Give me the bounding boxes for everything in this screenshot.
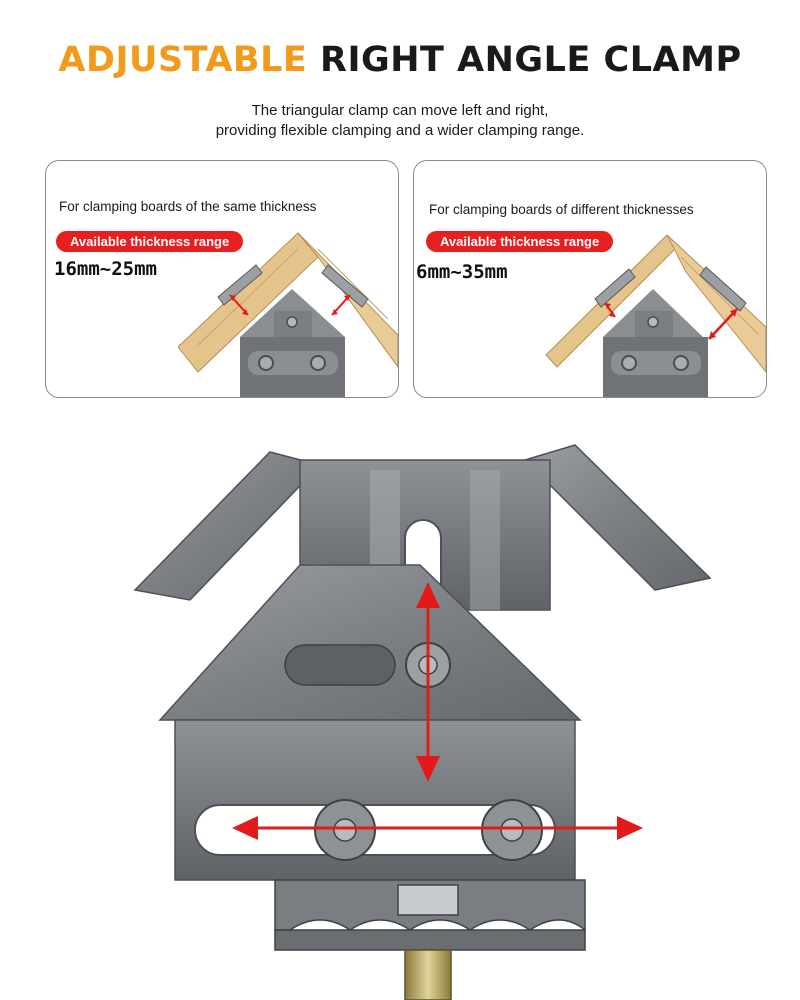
panel-caption: For clamping boards of different thickne… [429,202,694,217]
thickness-badge: Available thickness range [56,231,244,252]
panel-caption: For clamping boards of the same thicknes… [59,199,317,214]
vertical-adjust-arrow [416,582,440,782]
subtitle: The triangular clamp can move left and r… [0,101,800,141]
title-rest: RIGHT ANGLE CLAMP [320,40,742,80]
subtitle-line-2: providing flexible clamping and a wider … [215,122,585,139]
page-title: ADJUSTABLE RIGHT ANGLE CLAMP [0,40,800,80]
thickness-range: 6mm~35mm [416,261,508,283]
title-accent: ADJUSTABLE [58,40,308,80]
thickness-badge: Available thickness range [426,231,614,252]
panel-different-thickness: For clamping boards of different thickne… [413,160,767,398]
thickness-range: 16mm~25mm [54,258,157,280]
clamp-product-image [133,444,712,1000]
horizontal-adjust-arrow [232,816,643,840]
subtitle-line-1: The triangular clamp can move left and r… [251,102,549,119]
panel-same-thickness: For clamping boards of the same thicknes… [45,160,399,398]
same-thickness-illustration [178,232,398,397]
different-thickness-illustration [545,234,766,397]
